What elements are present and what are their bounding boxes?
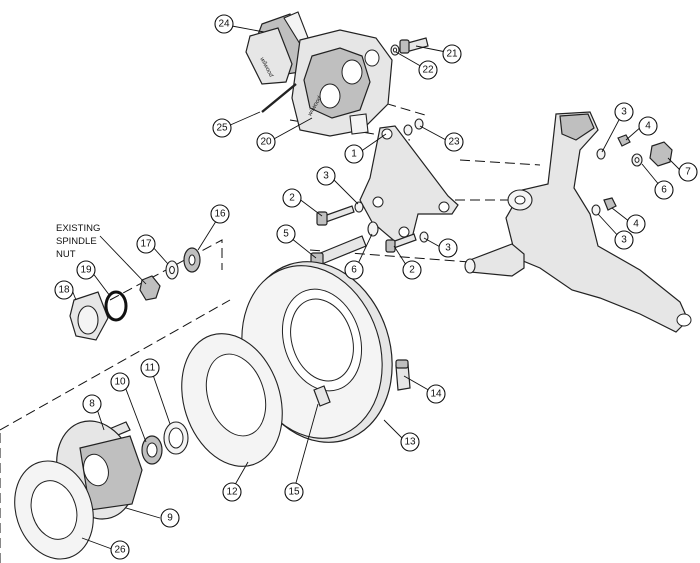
callout-5: 5 (276, 224, 296, 244)
callout-6-left: 6 (344, 260, 364, 280)
callout-17: 17 (136, 234, 156, 254)
callout-9: 9 (160, 508, 180, 528)
rotor-bolts (313, 359, 411, 407)
caliper-mounting-bracket (359, 125, 459, 245)
svg-text:8: 8 (89, 399, 95, 410)
callout-18: 18 (54, 280, 74, 300)
svg-text:3: 3 (445, 243, 451, 254)
svg-text:26: 26 (114, 545, 126, 556)
callout-14: 14 (426, 384, 446, 404)
svg-text:25: 25 (216, 123, 228, 134)
svg-text:6: 6 (351, 265, 357, 276)
callout-3-lower-left: 3 (438, 238, 458, 258)
svg-text:12: 12 (226, 487, 238, 498)
svg-text:10: 10 (114, 377, 126, 388)
svg-text:13: 13 (404, 437, 416, 448)
hub-ring (14, 460, 94, 560)
callout-21: 21 (442, 44, 462, 64)
svg-text:9: 9 (167, 513, 173, 524)
pad-retaining-pin (261, 83, 297, 113)
svg-text:11: 11 (145, 363, 156, 374)
callout-25: 25 (212, 118, 232, 138)
note-line-3: NUT (56, 249, 76, 260)
svg-text:3: 3 (621, 235, 627, 246)
existing-spindle-nut-note: EXISTING SPINDLE NUT (56, 223, 100, 260)
callout-15: 15 (284, 482, 304, 502)
svg-text:24: 24 (218, 19, 230, 30)
brake-pads: wilwood (245, 11, 313, 85)
svg-text:18: 18 (58, 285, 70, 296)
svg-text:17: 17 (140, 239, 152, 250)
outer-bearing (183, 247, 201, 273)
callout-13: 13 (400, 432, 420, 452)
svg-text:3: 3 (323, 171, 329, 182)
svg-text:15: 15 (288, 487, 300, 498)
note-line-1: EXISTING (56, 223, 100, 234)
svg-text:2: 2 (289, 193, 295, 204)
svg-text:6: 6 (661, 185, 667, 196)
svg-text:14: 14 (430, 389, 442, 400)
callout-3-upper-left: 3 (316, 166, 336, 186)
callout-20: 20 (256, 132, 276, 152)
o-ring (104, 290, 128, 322)
svg-text:20: 20 (260, 137, 272, 148)
rotor-hat (181, 333, 283, 467)
svg-text:2: 2 (409, 265, 415, 276)
svg-text:3: 3 (621, 107, 627, 118)
callout-10: 10 (110, 372, 130, 392)
factory-spindle (464, 111, 692, 333)
dust-cap (69, 291, 109, 341)
upper-ball-joint-hardware (596, 134, 673, 167)
svg-text:4: 4 (633, 219, 639, 230)
svg-text:5: 5 (283, 229, 289, 240)
callout-26: 26 (110, 540, 130, 560)
callout-7: 7 (678, 162, 698, 182)
caliper-bolt-assembly (390, 37, 429, 56)
callout-1: 1 (344, 144, 364, 164)
lower-spindle-hardware (591, 197, 617, 216)
callout-23: 23 (444, 132, 464, 152)
svg-text:7: 7 (685, 167, 691, 178)
callout-11: 11 (140, 358, 160, 378)
callout-24: 24 (214, 14, 234, 34)
caliper: wilwood (291, 29, 393, 137)
svg-text:16: 16 (214, 209, 226, 220)
callout-22: 22 (418, 60, 438, 80)
callout-16: 16 (210, 204, 230, 224)
callout-3-lower-right: 3 (614, 230, 634, 250)
spindle-washer (165, 260, 179, 280)
note-line-2: SPINDLE (56, 236, 97, 247)
bracket-spacer-washers (403, 118, 424, 136)
svg-text:19: 19 (80, 265, 92, 276)
svg-text:1: 1 (351, 149, 357, 160)
grease-seal (163, 421, 189, 455)
callout-4-lower: 4 (626, 214, 646, 234)
callout-6-right: 6 (654, 180, 674, 200)
svg-text:21: 21 (446, 49, 458, 60)
callout-8: 8 (82, 394, 102, 414)
inner-bearing (141, 435, 163, 465)
callout-12: 12 (222, 482, 242, 502)
svg-text:23: 23 (448, 137, 460, 148)
callout-19: 19 (76, 260, 96, 280)
callout-2-lower: 2 (402, 260, 422, 280)
callout-3-upper-right: 3 (614, 102, 634, 122)
svg-text:4: 4 (645, 121, 651, 132)
spindle-nut (139, 275, 161, 301)
svg-text:22: 22 (422, 65, 434, 76)
callout-2-upper: 2 (282, 188, 302, 208)
callout-4-upper: 4 (638, 116, 658, 136)
